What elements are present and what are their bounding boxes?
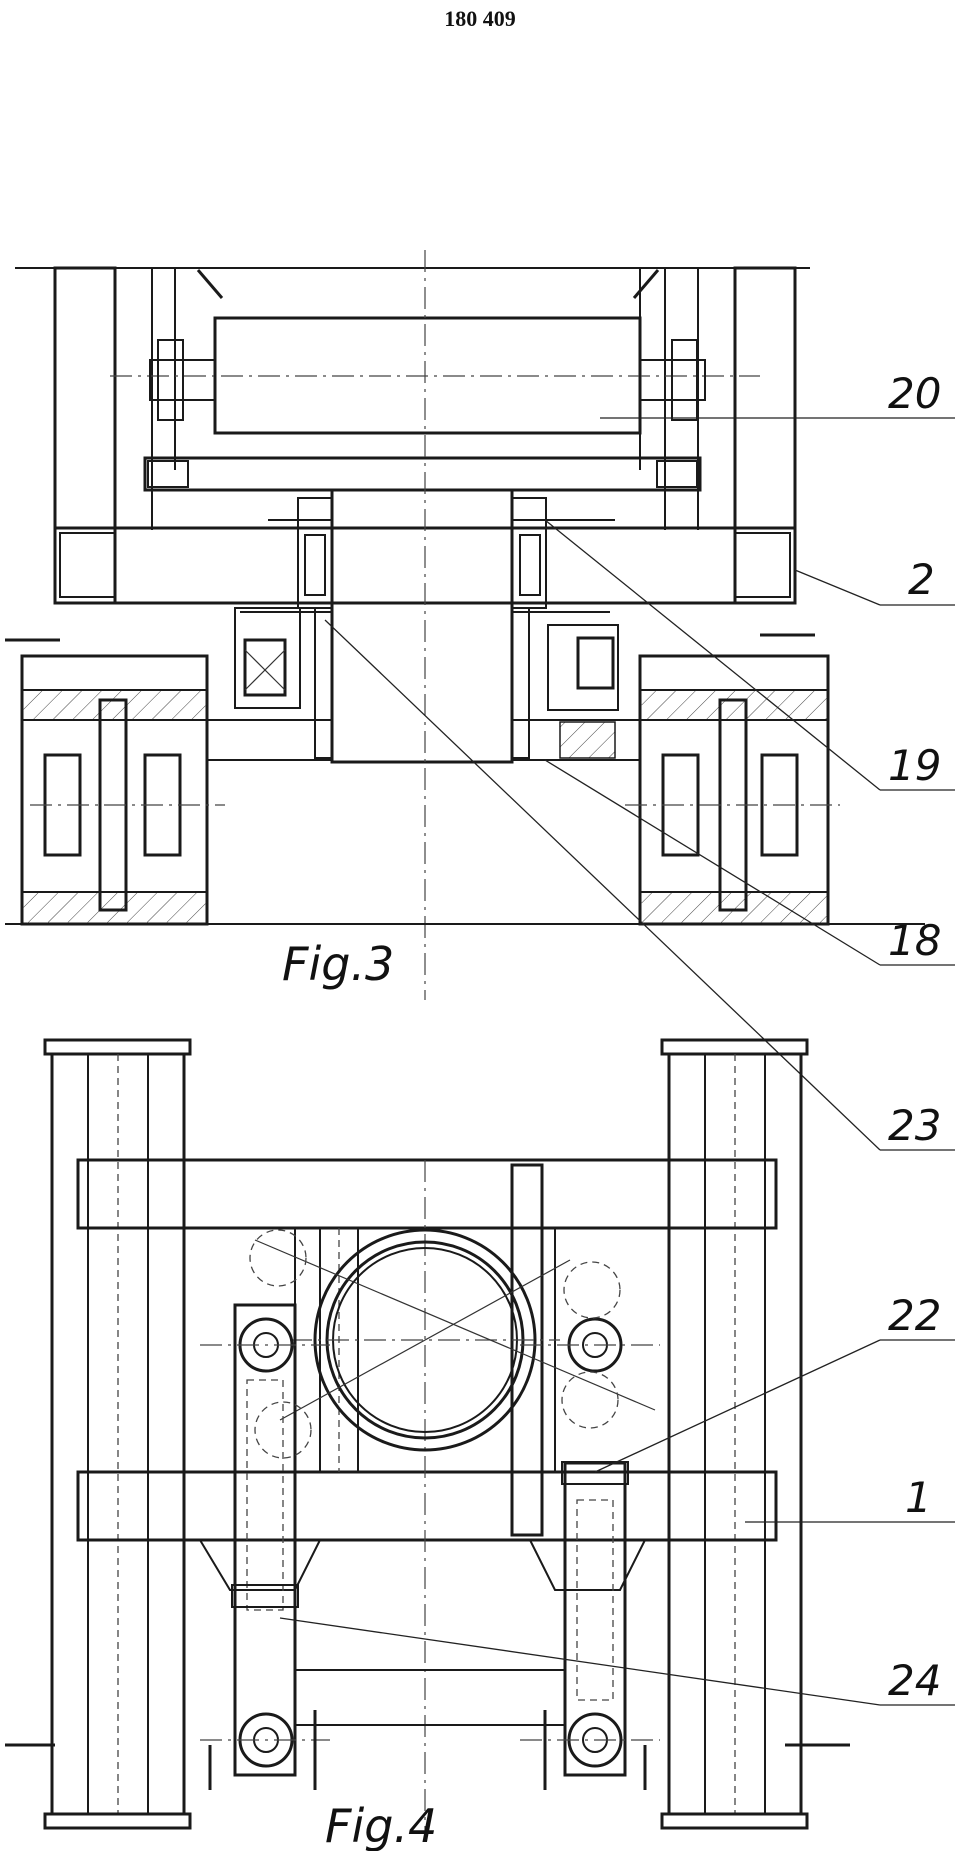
callout-20: 20	[888, 369, 941, 418]
page-number: 180 409	[444, 6, 516, 31]
figure-4-label: Fig.4	[325, 1799, 437, 1851]
figure-3-drawing	[5, 250, 925, 1000]
figure-4-drawing	[5, 1038, 850, 1840]
callout-1: 1	[905, 1473, 932, 1522]
callout-23: 23	[888, 1101, 941, 1150]
figure-4-leaders	[279, 1339, 955, 1706]
callout-18: 18	[888, 916, 941, 965]
callout-19: 19	[888, 741, 941, 790]
callout-2: 2	[908, 555, 935, 604]
figure-3-label: Fig.3	[282, 937, 394, 991]
figure-3-leaders	[324, 417, 955, 1151]
callout-24: 24	[888, 1656, 941, 1705]
callout-22: 22	[888, 1291, 941, 1340]
